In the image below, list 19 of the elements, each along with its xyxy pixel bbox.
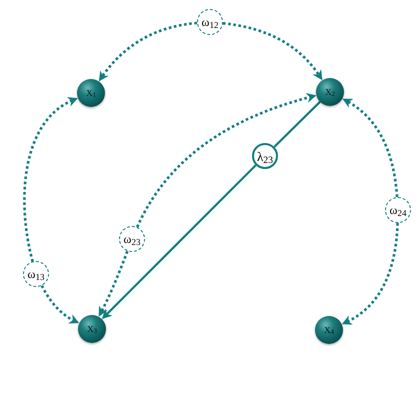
node-label: λ$_{23}$ xyxy=(256,150,274,162)
node-label: ω$_{23}$ xyxy=(124,233,140,245)
arrow xyxy=(23,98,78,262)
arrow xyxy=(102,164,257,320)
node-label: X$_{1}$ xyxy=(86,88,96,98)
arrow xyxy=(342,98,398,198)
arrow xyxy=(98,250,129,317)
arrow xyxy=(136,93,316,228)
node-label: X$_{2}$ xyxy=(325,88,335,96)
arrow xyxy=(40,285,80,324)
arrow xyxy=(222,22,322,80)
connector-line xyxy=(274,101,321,148)
node-label: X$_{3}$ xyxy=(87,324,97,334)
node-label: ω$_{13}$ xyxy=(28,268,44,280)
node-label: X$_{4}$ xyxy=(324,326,334,334)
arrow xyxy=(342,222,399,324)
arrow xyxy=(98,22,198,82)
node-label: ω$_{12}$ xyxy=(202,16,218,28)
node-label: ω$_{24}$ xyxy=(390,204,406,216)
